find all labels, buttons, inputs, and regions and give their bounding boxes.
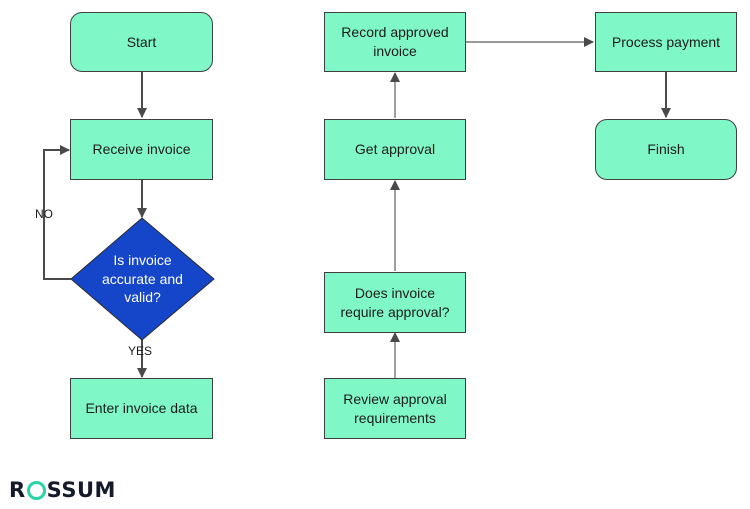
process-payment-node[interactable]: Process payment	[595, 12, 737, 72]
start-node[interactable]: Start	[70, 12, 213, 72]
no-label-text: NO	[35, 207, 53, 221]
receive-invoice-node[interactable]: Receive invoice	[70, 119, 213, 180]
process-payment-label: Process payment	[611, 33, 721, 50]
logo-letters-ssum: SSUM	[46, 478, 116, 502]
enter-invoice-data-node[interactable]: Enter invoice data	[70, 378, 213, 439]
logo-letter-r: R	[9, 478, 26, 502]
yes-label: YES	[128, 344, 152, 358]
finish-node[interactable]: Finish	[595, 119, 737, 180]
enter-invoice-data-label: Enter invoice data	[85, 400, 198, 417]
get-approval-node[interactable]: Get approval	[324, 119, 466, 180]
no-label: NO	[35, 207, 53, 221]
review-approval-node[interactable]: Review approval requirements	[324, 378, 466, 439]
rossum-logo: R SSUM	[9, 478, 116, 502]
edge-no-loop	[43, 145, 71, 280]
finish-node-label: Finish	[647, 141, 685, 158]
start-node-label: Start	[126, 33, 157, 50]
requires-approval-node[interactable]: Does invoice require approval?	[324, 272, 466, 333]
decision-valid-label-box: Is invoice accurate and valid?	[86, 241, 199, 317]
review-approval-label: Review approval requirements	[343, 390, 447, 426]
yes-label-text: YES	[128, 344, 153, 358]
decision-valid-label: Is invoice accurate and valid?	[102, 251, 183, 306]
get-approval-label: Get approval	[354, 141, 436, 158]
receive-invoice-label: Receive invoice	[92, 141, 191, 158]
logo-ring-icon	[26, 480, 46, 500]
requires-approval-label: Does invoice require approval?	[340, 284, 450, 320]
record-approved-invoice-node[interactable]: Record approved invoice	[324, 12, 466, 72]
record-approved-invoice-label: Record approved invoice	[341, 24, 449, 59]
